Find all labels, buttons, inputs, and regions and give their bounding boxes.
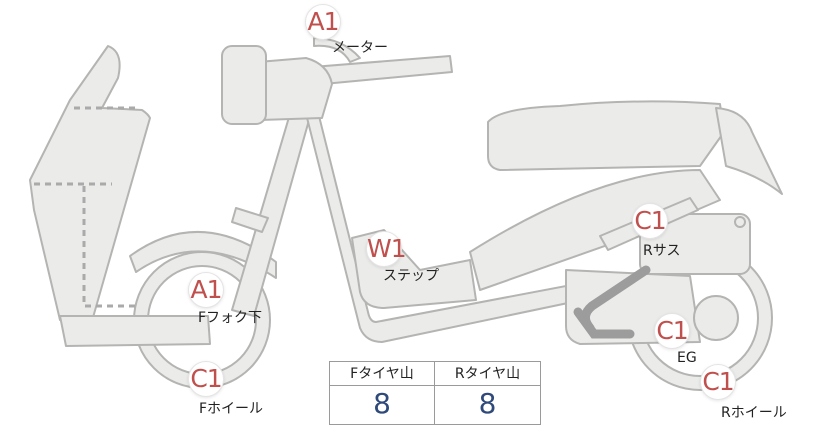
body-shape: [469, 169, 721, 291]
rear-tread-header: Rタイヤ山: [435, 362, 540, 386]
front-fork-lower-grade-badge: A1: [188, 272, 224, 308]
tire-tread-table: Fタイヤ山 Rタイヤ山 8 8: [329, 361, 541, 425]
rear-suspension-grade-badge: C1: [632, 203, 668, 239]
step-grade-badge: W1: [366, 231, 407, 267]
rear-suspension-label: Rサス: [643, 243, 681, 259]
handle-cover-shape: [257, 57, 333, 121]
seat-shape: [487, 100, 725, 171]
headlight-shape: [221, 45, 267, 125]
rear-wheel-grade-badge: C1: [700, 364, 736, 400]
front-tread-value: 8: [330, 386, 435, 424]
front-wheel-grade-badge: C1: [188, 361, 224, 397]
meter-grade-badge: A1: [305, 4, 341, 40]
front-fork-lower-label: Fフォク下: [198, 310, 263, 326]
front-wheel-label: Fホイール: [199, 401, 264, 417]
engine-shape: [639, 213, 751, 275]
rear-tread-value: 8: [478, 387, 497, 420]
rear-wheel-label: Rホイール: [721, 405, 787, 421]
engine-grade-badge: C1: [654, 313, 690, 349]
step-label: ステップ: [383, 268, 439, 284]
meter-label: メーター: [332, 40, 388, 56]
front-tread-header: Fタイヤ山: [330, 362, 435, 386]
legshield-shape: [29, 45, 151, 329]
engine-label: EG: [677, 350, 697, 366]
front-fender-shape: [129, 231, 277, 279]
